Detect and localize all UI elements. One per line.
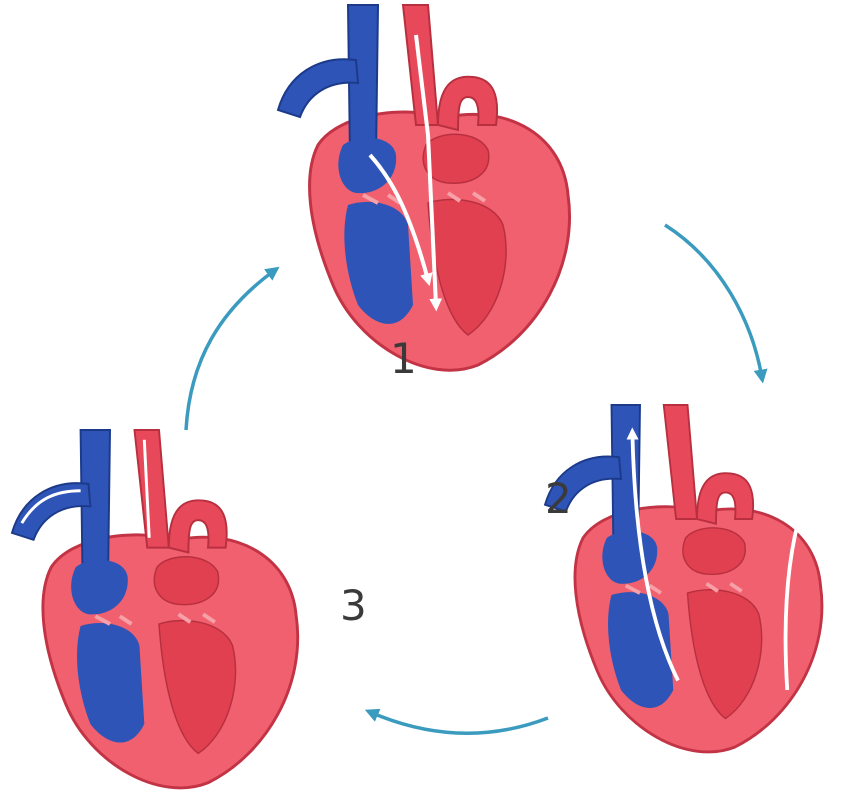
step-2-label: 2: [545, 478, 572, 520]
cycle-arrow-3-to-1: [186, 270, 275, 430]
cycle-arrow-1-to-2: [665, 225, 762, 378]
step-1-label: 1: [390, 338, 417, 380]
heart-step-3: [12, 430, 298, 788]
heart-step-1: [278, 5, 570, 370]
step-3-label: 3: [340, 585, 367, 627]
cycle-arrow-2-to-3: [370, 712, 548, 733]
heart-step-2: [545, 405, 822, 752]
